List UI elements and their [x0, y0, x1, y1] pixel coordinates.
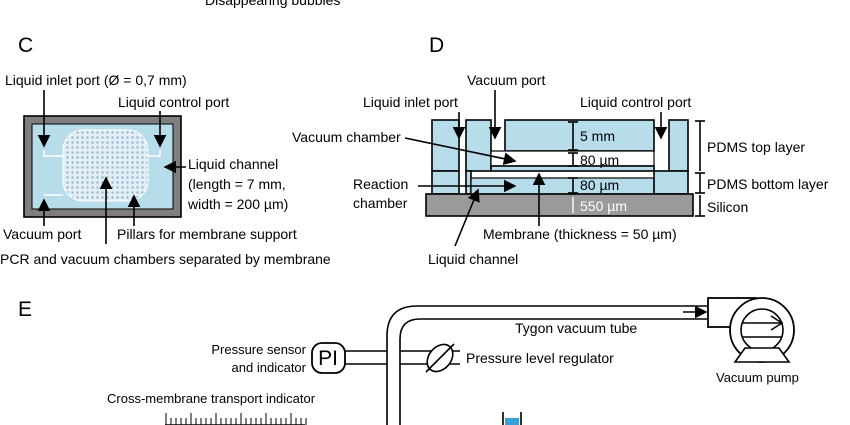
d-dim-80um-a: 80 µm	[580, 152, 619, 168]
panel-d-letter: D	[429, 34, 444, 57]
d-dim-80um-b: 80 µm	[580, 177, 619, 193]
e-transport-indicator-label: Cross-membrane transport indicator	[107, 391, 316, 406]
c-liquid-channel-label: Liquid channel	[188, 156, 278, 172]
chip-cross-section	[425, 119, 694, 217]
d-vacuum-chamber-label: Vacuum chamber	[292, 129, 401, 145]
layer-brackets	[695, 120, 705, 217]
vacuum-pump-icon	[707, 297, 795, 363]
d-liquid-inlet-label: Liquid inlet port	[363, 94, 458, 110]
e-vacuum-pump-label: Vacuum pump	[716, 370, 799, 385]
panel-e-letter: E	[18, 298, 32, 321]
d-vacuum-chamber-arrow	[404, 137, 517, 165]
e-tygon-label: Tygon vacuum tube	[515, 320, 637, 336]
d-liquid-channel-label: Liquid channel	[428, 251, 518, 267]
d-reaction-label-2: chamber	[353, 195, 408, 211]
d-reaction-label-1: Reaction	[353, 176, 408, 192]
d-vacuum-port-label: Vacuum port	[467, 72, 545, 88]
panel-c-letter: C	[18, 34, 33, 57]
c-liquid-inlet-label: Liquid inlet port (Ø = 0,7 mm)	[5, 72, 187, 88]
top-caption: Disappearing bubbles	[205, 0, 340, 8]
d-membrane-label: Membrane (thickness = 50 µm)	[483, 226, 677, 242]
d-dim-550um: 550 µm	[580, 198, 627, 214]
chip-top-view	[23, 115, 182, 218]
c-vacuum-port-label: Vacuum port	[3, 226, 81, 242]
d-pdms-bottom-label: PDMS bottom layer	[707, 176, 829, 192]
e-pi-label: PI	[318, 347, 338, 370]
dimension-markers	[568, 121, 578, 213]
e-pressure-regulator-label: Pressure level regulator	[466, 350, 614, 366]
d-liquid-control-label: Liquid control port	[580, 94, 691, 110]
d-channel-arrow	[454, 188, 480, 247]
d-silicon-label: Silicon	[707, 199, 748, 215]
d-pdms-top-label: PDMS top layer	[707, 139, 805, 155]
e-pressure-sensor-label-2: and indicator	[232, 360, 307, 375]
c-channel-length: (length = 7 mm,	[188, 176, 286, 192]
e-pressure-sensor-label-1: Pressure sensor	[211, 342, 306, 357]
d-dim-5mm: 5 mm	[580, 128, 615, 144]
pressure-indicator-icon: PI	[311, 342, 346, 374]
c-pcr-caption: PCR and vacuum chambers separated by mem…	[0, 251, 331, 267]
c-liquid-control-label: Liquid control port	[118, 94, 229, 110]
c-pillars-label: Pillars for membrane support	[117, 226, 297, 242]
c-channel-width: width = 200 µm)	[187, 196, 288, 212]
pressure-regulator-icon	[425, 343, 455, 373]
reservoir-icon	[502, 412, 522, 425]
transport-indicator-ruler	[165, 413, 307, 425]
